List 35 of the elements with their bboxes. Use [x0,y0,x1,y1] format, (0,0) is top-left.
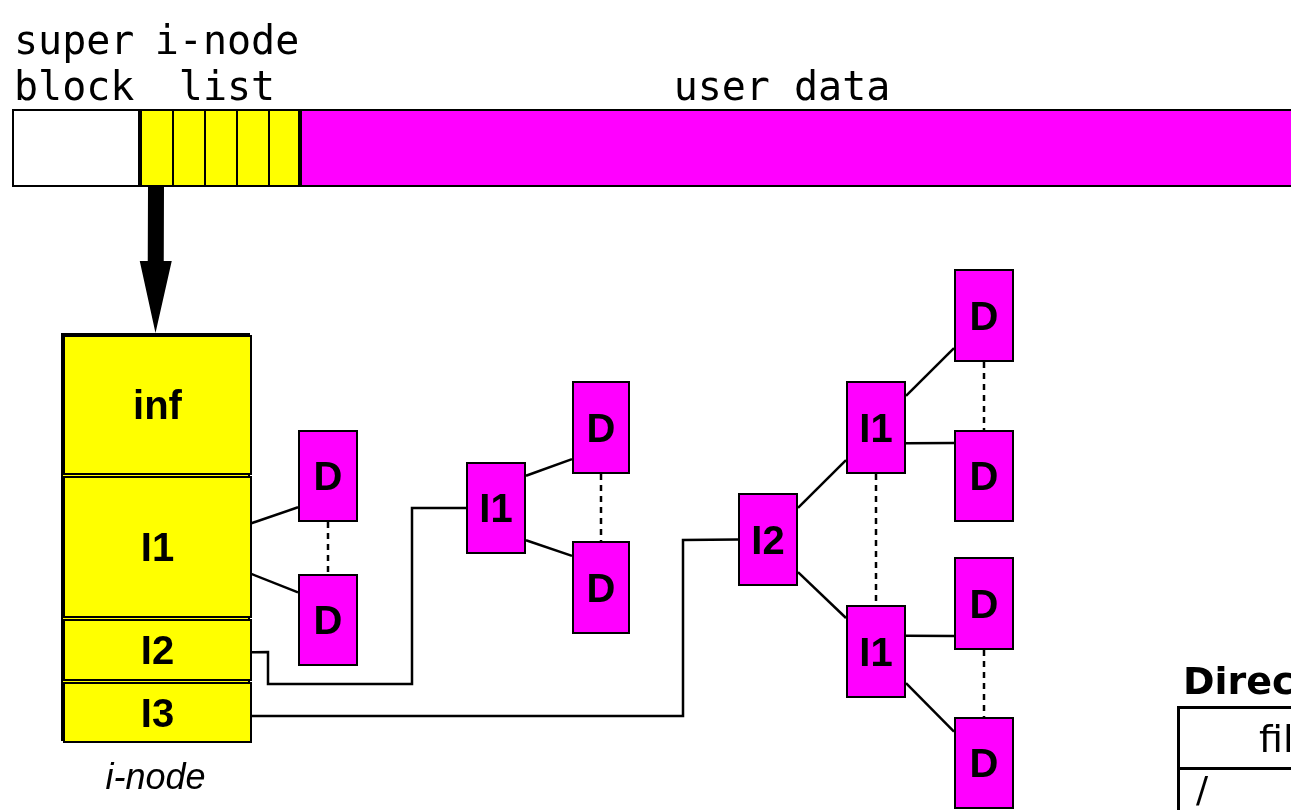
connector-line [525,457,573,477]
block-box: I2 [738,493,798,586]
block-box: D [954,557,1014,650]
block-box: D [298,430,358,522]
inode-field: I1 [63,476,252,618]
dashed-connector [599,474,603,541]
block-box: I1 [846,605,906,698]
connector-line [906,441,954,445]
table-header-cell: fil [1259,717,1291,761]
connector-line [525,539,573,558]
inode-field: I3 [63,682,252,743]
dashed-connector [982,650,986,717]
connector-line [905,347,955,397]
connector-line [905,682,955,733]
block-box: D [954,717,1014,809]
segment-label: user data [672,63,892,109]
segment-label: super block [14,17,136,109]
connector-line [797,571,847,619]
block-box: D [954,269,1014,362]
dashed-connector [982,362,986,430]
inode-field: inf [63,335,252,475]
block-box: D [572,381,630,474]
block-box: I1 [466,462,526,554]
block-box: D [572,541,630,634]
connector-line [906,634,954,638]
block-caption: i-node [104,759,207,795]
table-cell: / [1196,771,1209,809]
block-box: D [298,574,358,666]
thick-arrow [139,186,172,333]
block-box: I1 [846,381,906,474]
block-box: D [954,430,1014,522]
connector-line [797,459,847,509]
dashed-connector [326,522,330,574]
segment-label: i-node list [153,17,301,109]
inode-field: I2 [63,619,252,681]
